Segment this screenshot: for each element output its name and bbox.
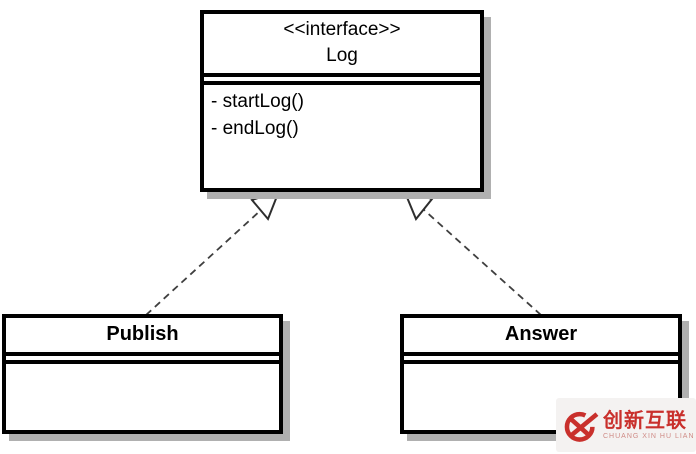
cx-logo-icon [564, 411, 599, 442]
realization-arrow-publish-to-log [145, 189, 281, 316]
watermark-brand-subtext: CHUANG XIN HU LIAN [603, 433, 695, 440]
watermark-panel: 创新互联 CHUANG XIN HU LIAN [556, 398, 696, 452]
watermark-brand-text: 创新互联 [603, 410, 687, 432]
realization-dash-publish [145, 209, 262, 316]
publish-empty-compartment [6, 360, 279, 430]
class-box-publish: Publish [2, 314, 283, 434]
realization-triangle-publish [250, 189, 281, 221]
stereotype-label: <<interface>> [283, 19, 401, 40]
method-endlog: - endLog() [211, 118, 299, 139]
interface-methods-compartment: - startLog() - endLog() [204, 81, 480, 188]
interface-box-header: <<interface>> Log [204, 14, 480, 77]
realization-arrow-answer-to-log [402, 188, 542, 316]
interface-name: Log [326, 45, 358, 66]
method-startlog: - startLog() [211, 91, 304, 112]
realization-dash-answer [422, 208, 542, 316]
class-name-answer: Answer [404, 318, 678, 356]
realization-triangle-answer [402, 188, 434, 221]
watermark-text-block: 创新互联 CHUANG XIN HU LIAN [603, 410, 695, 440]
interface-box-log: <<interface>> Log - startLog() - endLog(… [200, 10, 484, 192]
class-name-publish: Publish [6, 318, 279, 356]
